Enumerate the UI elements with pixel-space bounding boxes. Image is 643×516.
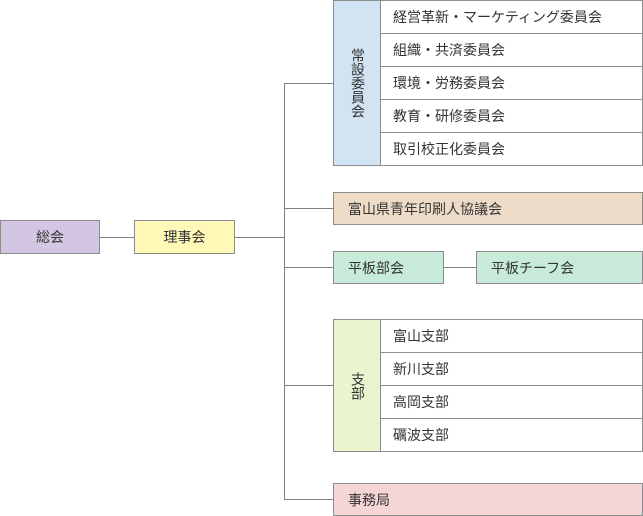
committee-label: 取引校正化委員会 — [393, 142, 505, 158]
branch-row: 新川支部 — [381, 352, 643, 386]
committee-row: 組織・共済委員会 — [381, 33, 643, 67]
connector-hiraita — [284, 267, 334, 268]
connector-youth — [284, 208, 334, 209]
committee-label: 組織・共済委員会 — [393, 43, 505, 59]
general-meeting-label: 総会 — [36, 230, 64, 246]
committee-label: 経営革新・マーケティング委員会 — [393, 10, 602, 26]
branch-label: 富山支部 — [393, 329, 449, 345]
committee-label: 教育・研修委員会 — [393, 109, 505, 125]
committee-row: 取引校正化委員会 — [381, 132, 643, 166]
branch-row: 富山支部 — [381, 319, 643, 353]
standing-committees-label-box: 常設委員会 — [333, 0, 381, 166]
general-meeting-box: 総会 — [0, 220, 100, 254]
branch-row: 高岡支部 — [381, 385, 643, 419]
standing-committees-label: 常設委員会 — [349, 48, 365, 118]
youth-association-box: 富山県青年印刷人協議会 — [333, 192, 643, 225]
committee-row: 環境・労務委員会 — [381, 66, 643, 100]
hiraita-team-label: 平板チーフ会 — [491, 260, 575, 277]
committee-row: 経営革新・マーケティング委員会 — [381, 0, 643, 34]
hiraita-team-box: 平板チーフ会 — [476, 251, 643, 284]
connector-hiraita-team — [443, 267, 477, 268]
secretariat-box: 事務局 — [333, 483, 643, 516]
hiraita-division-label: 平板部会 — [348, 260, 404, 277]
committee-label: 環境・労務委員会 — [393, 76, 505, 92]
hiraita-division-box: 平板部会 — [333, 251, 444, 284]
connector-trunk — [284, 83, 285, 500]
connector-branches — [284, 385, 334, 386]
branch-row: 礪波支部 — [381, 418, 643, 452]
connector-committees — [284, 83, 334, 84]
secretariat-label: 事務局 — [348, 492, 390, 509]
connector-general-board — [99, 237, 135, 238]
branches-label: 支部 — [349, 371, 365, 400]
branch-label: 礪波支部 — [393, 428, 449, 444]
board-label: 理事会 — [163, 230, 206, 246]
connector-board-trunk — [234, 237, 285, 238]
branch-label: 新川支部 — [393, 362, 449, 378]
youth-association-label: 富山県青年印刷人協議会 — [348, 201, 502, 218]
committee-row: 教育・研修委員会 — [381, 99, 643, 133]
branch-label: 高岡支部 — [393, 395, 449, 411]
connector-secretariat — [284, 499, 334, 500]
branches-label-box: 支部 — [333, 319, 381, 452]
board-box: 理事会 — [134, 220, 235, 254]
